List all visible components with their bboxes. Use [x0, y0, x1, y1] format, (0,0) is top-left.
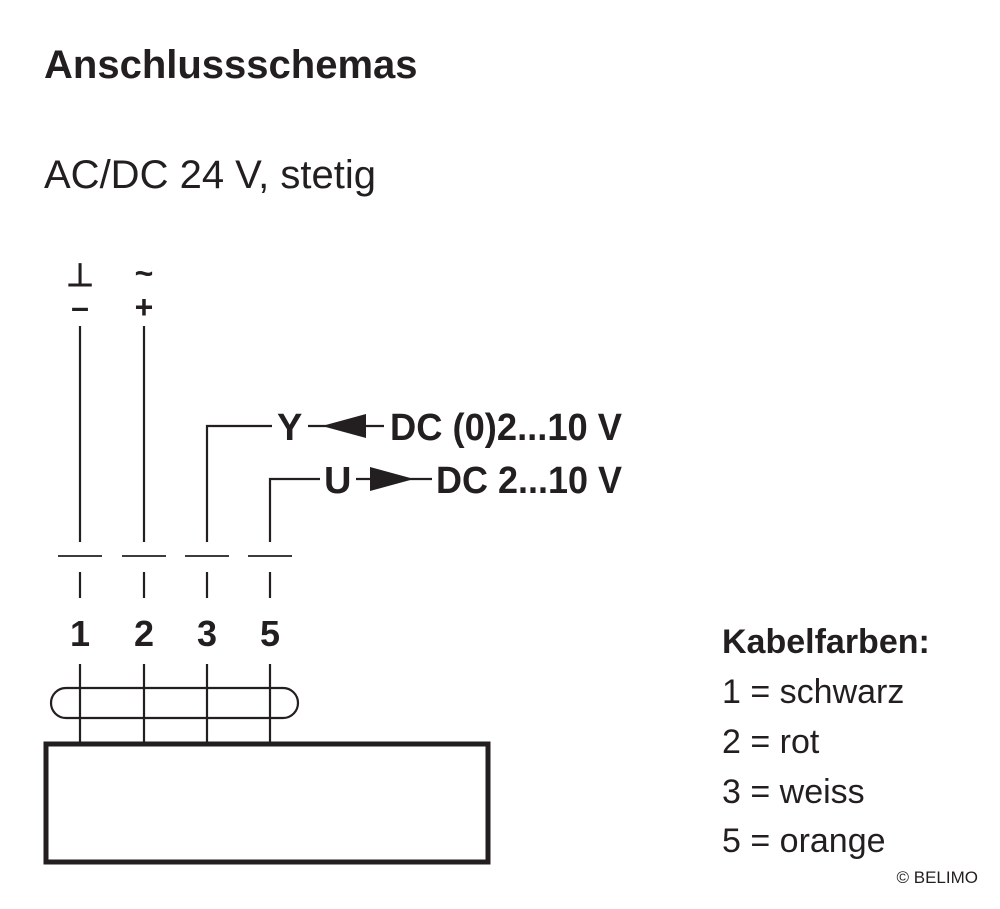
u-signal-label: U	[324, 460, 351, 502]
y-signal-range: DC (0)2...10 V	[390, 407, 623, 449]
legend-heading: Kabelfarben:	[722, 623, 930, 661]
minus-symbol: –	[71, 289, 89, 325]
plus-symbol: +	[135, 289, 154, 325]
wire-5	[248, 477, 320, 744]
y-signal-label: Y	[277, 407, 302, 449]
actuator-box	[43, 741, 491, 865]
legend-item: 5 = orange	[722, 822, 886, 860]
cable-sleeve	[49, 686, 300, 720]
legend-item: 3 = weiss	[722, 773, 865, 811]
wire-3	[185, 424, 272, 744]
page-subtitle: AC/DC 24 V, stetig	[44, 153, 376, 197]
ac-symbol: ~	[135, 255, 154, 291]
arrow-left-icon	[308, 414, 384, 438]
terminal-number: 3	[197, 613, 217, 654]
page-title: Anschlussschemas	[44, 43, 418, 87]
legend-item: 2 = rot	[722, 723, 820, 761]
terminal-number: 2	[134, 613, 154, 654]
cable-color-legend: Kabelfarben: 1 = schwarz 2 = rot 3 = wei…	[722, 623, 930, 860]
u-signal-range: DC 2...10 V	[436, 460, 623, 502]
terminal-number: 1	[70, 613, 90, 654]
ground-symbol: ⊥	[66, 257, 94, 293]
legend-item: 1 = schwarz	[722, 673, 904, 711]
copyright-notice: © BELIMO	[897, 868, 979, 887]
wire-1	[58, 326, 102, 744]
terminal-number: 5	[260, 613, 280, 654]
arrow-right-icon	[356, 467, 432, 491]
wire-2	[122, 326, 166, 744]
